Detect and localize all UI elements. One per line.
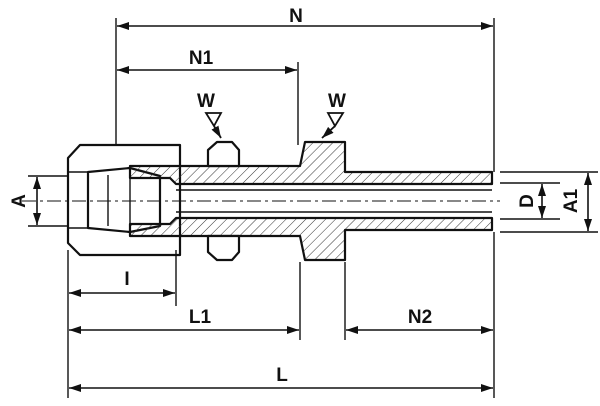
label-N2: N2 — [408, 307, 432, 328]
label-N1: N1 — [189, 48, 214, 69]
body-upper-wall — [128, 140, 494, 186]
label-W-left: W — [197, 91, 215, 112]
label-N: N — [289, 6, 303, 27]
weld-symbol-left — [204, 112, 221, 138]
label-I: I — [124, 269, 129, 290]
label-D: D — [517, 194, 538, 208]
dimension-lines — [33, 22, 592, 392]
fitting-section — [66, 140, 494, 262]
weld-symbols — [204, 112, 345, 138]
extension-lines — [28, 18, 598, 398]
label-W-right: W — [328, 91, 346, 112]
body-lower-wall — [128, 216, 494, 262]
label-A: A — [9, 194, 30, 208]
label-A1: A1 — [561, 188, 582, 213]
label-L: L — [276, 365, 288, 386]
locknut-upper — [206, 140, 241, 168]
label-L1: L1 — [189, 307, 212, 328]
locknut-lower — [206, 234, 241, 262]
weld-symbol-right — [322, 112, 345, 138]
